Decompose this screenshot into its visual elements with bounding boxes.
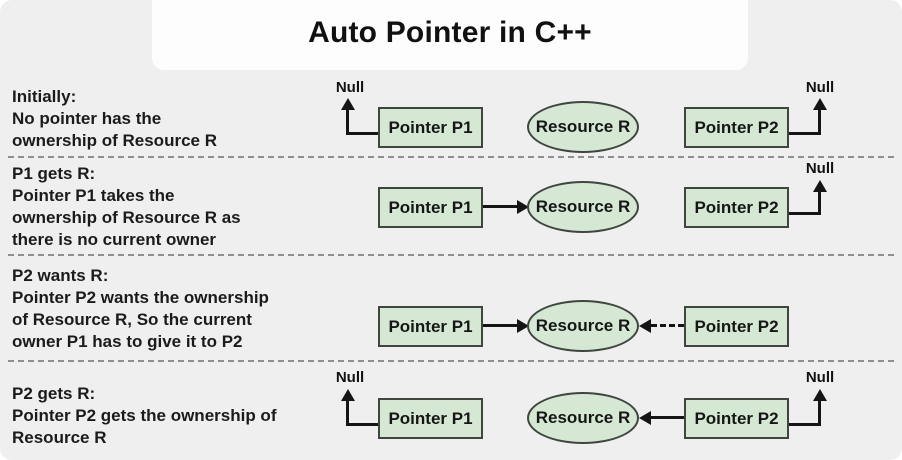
row-3-description: P2 wants R: Pointer P2 wants the ownersh… [12,266,269,351]
r2-arrowhead-right-icon [517,200,529,214]
r4-p1-null-label: Null [335,369,365,386]
r4-p1-null-connector-vertical [346,400,349,426]
r2-p1-to-resource-arrow-line [483,205,519,208]
r4-p2-null-connector-vertical [818,400,821,426]
r2-pointer-p1-box: Pointer P1 [378,187,483,228]
r1-p2-null-connector-vertical [818,109,821,135]
r4-p2-null-connector-horizontal [789,423,821,426]
r3-p1-to-resource-arrow-line [483,324,519,327]
divider-1 [8,156,894,158]
r1-resource-r-label: Resource R [535,117,631,136]
r2-p2-null-arrowhead-up-icon [813,180,827,192]
r4-pointer-p1-label: Pointer P1 [388,408,473,428]
r4-p2-null-arrowhead-up-icon [813,389,827,401]
r4-pointer-p2-label: Pointer P2 [694,408,779,428]
r3-pointer-p2-box: Pointer P2 [684,306,789,347]
r1-p2-null-arrowhead-up-icon [813,98,827,110]
r4-resource-r-label: Resource R [535,408,631,427]
r1-pointer-p1-label: Pointer P1 [388,117,473,137]
r3-resource-r-ellipse: Resource R [527,300,639,352]
r1-pointer-p2-label: Pointer P2 [694,117,779,137]
r2-pointer-p2-label: Pointer P2 [694,197,779,217]
r3-pointer-p2-label: Pointer P2 [694,316,779,336]
r4-pointer-p1-box: Pointer P1 [378,398,483,439]
r3-arrowhead-right-icon [517,319,529,333]
r1-p2-null-connector-horizontal [789,132,821,135]
divider-3 [8,360,894,362]
r4-p1-null-arrowhead-up-icon [341,389,355,401]
r3-pointer-p1-box: Pointer P1 [378,306,483,347]
r1-p2-null-label: Null [805,79,835,96]
r1-p1-null-arrowhead-up-icon [341,98,355,110]
r3-pointer-p1-label: Pointer P1 [388,316,473,336]
r4-arrowhead-left-icon [639,411,651,425]
r2-resource-r-ellipse: Resource R [527,181,639,233]
r1-pointer-p1-box: Pointer P1 [378,107,483,148]
r2-pointer-p1-label: Pointer P1 [388,197,473,217]
r3-resource-r-label: Resource R [535,316,631,335]
r2-p2-null-connector-vertical [818,192,821,215]
r4-resource-r-ellipse: Resource R [527,392,639,444]
r3-arrowhead-left-icon [639,319,651,333]
r4-p2-null-label: Null [805,369,835,386]
r2-p2-null-connector-horizontal [789,212,821,215]
row-1-description: Initially: No pointer has the ownership … [12,87,217,150]
r4-p1-null-connector-horizontal [346,423,378,426]
r4-p2-to-resource-arrow-line [651,416,684,419]
page-title: Auto Pointer in C++ [308,16,592,49]
divider-2 [8,254,894,256]
r1-p1-null-connector-vertical [346,109,349,135]
r4-pointer-p2-box: Pointer P2 [684,398,789,439]
r2-pointer-p2-box: Pointer P2 [684,187,789,228]
r1-pointer-p2-box: Pointer P2 [684,107,789,148]
r3-p2-to-resource-dashed-line [651,324,684,327]
row-4-description: P2 gets R: Pointer P2 gets the ownership… [12,384,277,447]
r1-resource-r-ellipse: Resource R [527,101,639,153]
row-2-description: P1 gets R: Pointer P1 takes the ownershi… [12,164,241,249]
r1-p1-null-connector-horizontal [346,132,378,135]
r2-p2-null-label: Null [805,160,835,177]
r2-resource-r-label: Resource R [535,197,631,216]
r1-p1-null-label: Null [335,79,365,96]
title-card: Auto Pointer in C++ [152,0,748,70]
